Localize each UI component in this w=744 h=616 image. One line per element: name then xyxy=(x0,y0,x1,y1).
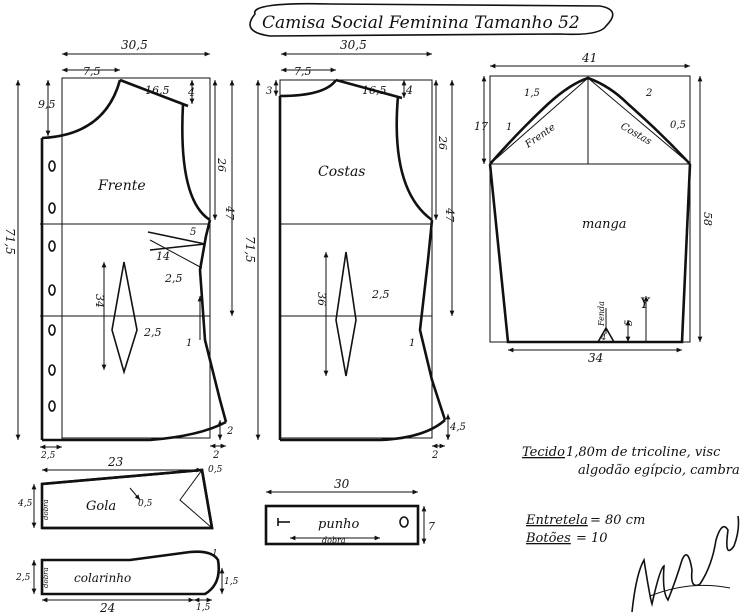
sleeve-front-b-label: 1 xyxy=(506,122,512,133)
collar-stand-length-label: 24 xyxy=(99,601,115,615)
front-total-height-label: 71,5 xyxy=(3,228,17,255)
collar-height-label: 4,5 xyxy=(17,499,33,509)
cuff-length-label: 30 xyxy=(334,477,350,491)
collar-stand-height-label: 2,5 xyxy=(15,573,31,583)
front-bust-dart-width-label: 2,5 xyxy=(164,272,183,285)
back-side-in-label: 1 xyxy=(409,338,415,349)
collar-stand-label: colarinho xyxy=(74,571,131,585)
collar-fold-label: dobra xyxy=(42,499,50,520)
front-side-in-label: 1 xyxy=(186,338,192,349)
buttons-label: Botões xyxy=(525,531,571,546)
fabric-line-1: 1,80m de tricoline, visc xyxy=(566,445,721,460)
sleeve-back-a-label: 2 xyxy=(645,88,652,99)
page-title: Camisa Social Feminina Tamanho 52 xyxy=(262,13,580,33)
sleeve-piece: manga 41 17 58 34 Frente Costas 1,5 1 2 … xyxy=(474,51,714,365)
front-hem-side-label: 2 xyxy=(212,450,219,461)
back-label: Costas xyxy=(318,164,365,180)
back-neck-height-label: 3 xyxy=(266,86,272,97)
collar-length-label: 23 xyxy=(107,455,124,469)
sleeve-bottom-label: 34 xyxy=(588,351,603,365)
front-bust-gap-label: 5 xyxy=(190,227,196,238)
collar-stand-tip-label: 1 xyxy=(212,549,218,559)
front-neck-height-label: 9,5 xyxy=(38,98,56,111)
fabric-line-2: algodão egípcio, cambra xyxy=(578,463,740,478)
collar-stand-end-label: 1,5 xyxy=(224,577,239,587)
sleeve-cap-label: 17 xyxy=(474,120,488,133)
front-shoulder-label: 16,5 xyxy=(145,84,170,97)
sleeve-label: manga xyxy=(582,217,627,232)
front-hem-rise-label: 2 xyxy=(226,426,233,437)
front-dart-length-label: 34 xyxy=(93,294,106,308)
signature xyxy=(631,515,740,613)
cuff-height-label: 7 xyxy=(428,520,435,533)
cuff-piece: 30 7 punho dobra xyxy=(264,477,435,546)
collar-stand-ext-label: 1,5 xyxy=(196,603,211,613)
sleeve-front-a-label: 1,5 xyxy=(524,88,540,99)
collar-piece: 23 4,5 0,5 0,5 Gola dobra xyxy=(17,455,223,530)
collar-label: Gola xyxy=(86,499,116,514)
front-placket-label: 2,5 xyxy=(40,451,56,461)
sleeve-back-label: Costas xyxy=(619,121,654,147)
back-shoulder-drop-label: 4 xyxy=(405,84,413,97)
back-hem-side-label: 2 xyxy=(431,450,438,461)
cuff-label: punho xyxy=(318,517,359,532)
front-bust-dart-length-label: 14 xyxy=(156,250,170,263)
sleeve-slit-height-label: 5 xyxy=(624,320,635,326)
sleeve-back-b-label: 0,5 xyxy=(670,120,686,131)
front-dart-width-label: 2,5 xyxy=(143,326,162,339)
back-hem-rise-label: 4,5 xyxy=(449,422,466,433)
interfacing-value: = 80 cm xyxy=(590,513,645,528)
front-piece: Frente 30,5 7,5 9,5 16,5 4 26 47 71,5 34… xyxy=(3,38,236,461)
front-neck-width-label: 7,5 xyxy=(83,65,101,78)
back-width-label: 30,5 xyxy=(340,38,367,52)
sleeve-top-label: 41 xyxy=(581,51,597,65)
front-shoulder-drop-label: 4 xyxy=(187,86,195,99)
back-piece: Costas 30,5 7,5 3 16,5 4 26 47 71,5 36 2… xyxy=(243,38,466,461)
sleeve-grain-mark: Y xyxy=(640,296,651,312)
collar-inner-tip-label: 0,5 xyxy=(138,499,153,509)
front-buttons xyxy=(48,160,56,412)
back-total-height-label: 71,5 xyxy=(243,236,257,263)
fabric-label: Tecido xyxy=(522,445,565,460)
front-armhole-label: 26 xyxy=(215,157,228,172)
sleeve-height-label: 58 xyxy=(701,212,714,226)
back-dart-length-label: 36 xyxy=(315,292,328,306)
back-dart-width-label: 2,5 xyxy=(371,288,390,301)
collar-stand-piece: 24 1,5 2,5 1,5 1 colarinho dobra xyxy=(15,549,239,615)
sleeve-slit-label: Fenda xyxy=(597,301,606,327)
sleeve-slit-width-label: 4 xyxy=(600,333,606,342)
collar-top-tip-label: 0,5 xyxy=(208,465,223,475)
back-neck-width-label: 7,5 xyxy=(294,65,312,78)
material-notes: Tecido 1,80m de tricoline, visc algodão … xyxy=(522,445,740,546)
interfacing-label: Entretela xyxy=(525,513,588,528)
back-armhole-label: 26 xyxy=(436,135,449,150)
front-label: Frente xyxy=(97,178,146,194)
back-shoulder-label: 16,5 xyxy=(362,84,387,97)
collar-stand-fold-label: dobra xyxy=(42,567,50,588)
buttons-value: = 10 xyxy=(576,531,608,546)
cuff-fold-label: dobra xyxy=(322,536,346,545)
sleeve-front-label: Frente xyxy=(523,122,558,151)
front-width-label: 30,5 xyxy=(121,38,148,52)
title-bubble: Camisa Social Feminina Tamanho 52 xyxy=(249,2,614,37)
back-side-label: 47 xyxy=(443,207,456,222)
front-side-label: 47 xyxy=(223,205,236,220)
